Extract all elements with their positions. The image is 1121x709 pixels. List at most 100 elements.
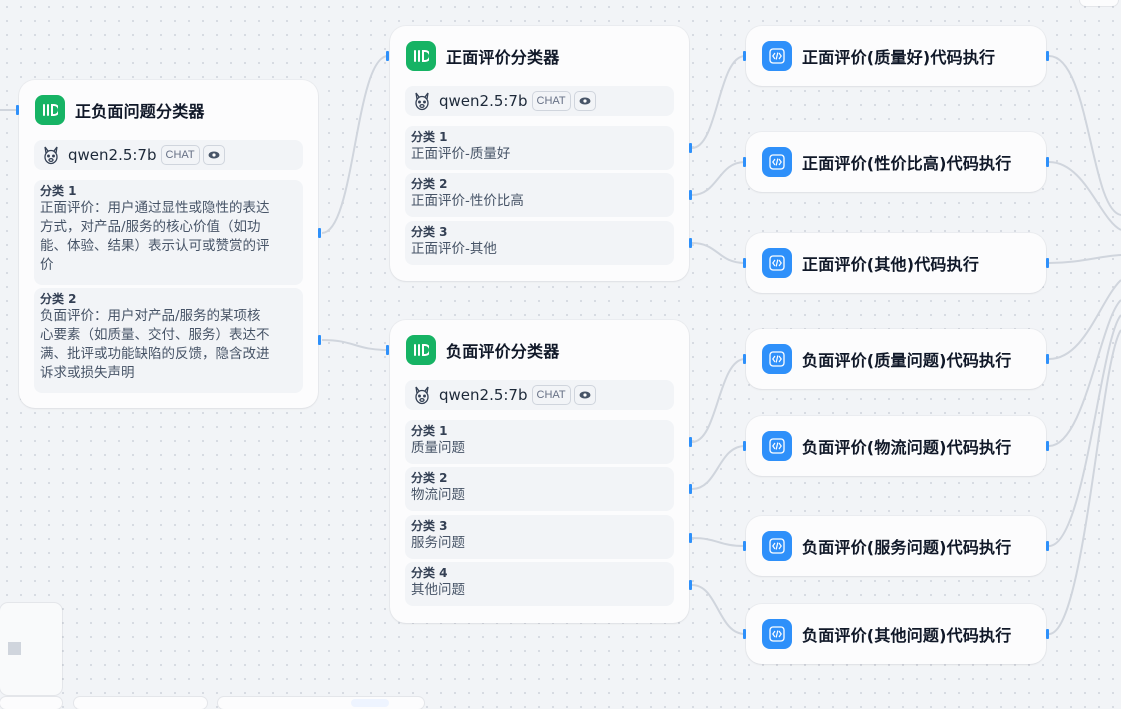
edge-negative-3 <box>691 537 746 547</box>
output-handle[interactable] <box>1046 441 1049 451</box>
class-text: 服务问题 <box>411 535 465 551</box>
node-title: 负面评价(服务问题)代码执行 <box>802 538 1012 557</box>
model-selector[interactable]: qwen2.5:7b CHAT <box>34 140 303 170</box>
class-text: 正面评价-质量好 <box>411 146 511 162</box>
input-handle[interactable] <box>743 629 746 639</box>
output-handle-class-1[interactable] <box>689 437 692 447</box>
classifier-icon <box>406 41 436 71</box>
edge-negative-1 <box>691 358 746 443</box>
class-label: 分类 1 <box>411 424 448 438</box>
node-header: 正面评价(其他)代码执行 <box>762 248 979 278</box>
output-handle[interactable] <box>1046 541 1049 551</box>
edge-positive-1 <box>691 55 746 149</box>
node-header: 正面评价(质量好)代码执行 <box>762 41 995 71</box>
edge-main-to-negative <box>321 339 389 351</box>
output-handle[interactable] <box>1046 51 1049 61</box>
input-handle[interactable] <box>743 441 746 451</box>
classifier-icon <box>35 95 65 125</box>
output-handle-class-3[interactable] <box>689 238 692 248</box>
edge-main-to-positive <box>321 55 389 234</box>
main-classifier-node[interactable]: 正负面问题分类器 qwen2.5:7b CHAT 分类 1 正面评价：用户通过显… <box>19 80 318 408</box>
class-label: 分类 3 <box>411 225 448 239</box>
class-label: 分类 2 <box>411 177 448 191</box>
input-handle[interactable] <box>386 345 389 355</box>
node-title: 正面评价分类器 <box>446 48 560 67</box>
input-handle[interactable] <box>386 51 389 61</box>
node-header: 正面评价(性价比高)代码执行 <box>762 147 1011 177</box>
code-icon <box>762 431 792 461</box>
eye-icon[interactable] <box>573 91 596 111</box>
class-text: 正面评价：用户通过显性或隐性的表达 方式，对产品/服务的核心价值（如功 能、体验… <box>40 200 270 273</box>
output-handle-class-2[interactable] <box>689 190 692 200</box>
input-handle[interactable] <box>743 354 746 364</box>
top-right-control[interactable] <box>1080 0 1118 6</box>
minimap-panel[interactable] <box>0 603 62 695</box>
code-icon <box>762 248 792 278</box>
input-handle[interactable] <box>743 51 746 61</box>
input-handle[interactable] <box>16 105 19 115</box>
eye-icon[interactable] <box>573 385 596 405</box>
class-text: 物流问题 <box>411 487 465 503</box>
model-selector[interactable]: qwen2.5:7b CHAT <box>405 86 674 116</box>
input-handle[interactable] <box>743 541 746 551</box>
eye-icon[interactable] <box>202 145 225 165</box>
node-title: 正负面问题分类器 <box>75 102 205 121</box>
chat-badge: CHAT <box>160 145 200 165</box>
toolbar-segment-3[interactable] <box>218 697 424 709</box>
llama-icon <box>44 146 58 165</box>
edge-out-6 <box>1048 314 1121 547</box>
input-handle[interactable] <box>743 157 746 167</box>
input-handle[interactable] <box>743 258 746 268</box>
edge-out-7 <box>1048 329 1121 635</box>
node-header: 负面评价(其他问题)代码执行 <box>762 619 1011 649</box>
llama-icon <box>415 92 429 111</box>
class-text: 其他问题 <box>411 582 465 598</box>
edge-positive-3 <box>691 242 746 264</box>
output-handle-class-1[interactable] <box>689 143 692 153</box>
output-handle[interactable] <box>1046 258 1049 268</box>
edge-out-3 <box>1048 254 1121 264</box>
output-handle-class-3[interactable] <box>689 533 692 543</box>
class-text: 负面评价：用户对产品/服务的某项核 心要素（如质量、交付、服务）表达不 满、批评… <box>40 308 270 381</box>
class-item-1: 分类 1 正面评价：用户通过显性或隐性的表达 方式，对产品/服务的核心价值（如功… <box>34 180 303 285</box>
code-icon <box>762 344 792 374</box>
output-handle-class-2[interactable] <box>318 335 321 345</box>
output-handle[interactable] <box>1046 157 1049 167</box>
class-item-4: 分类 4 其他问题 <box>405 562 674 606</box>
class-text: 正面评价-其他 <box>411 241 497 257</box>
code-icon <box>762 619 792 649</box>
code-node-positive-quality[interactable]: 正面评价(质量好)代码执行 <box>746 26 1046 86</box>
node-header: 正面评价分类器 <box>406 41 559 71</box>
negative-classifier-node[interactable]: 负面评价分类器 qwen2.5:7b CHAT 分类 1 质量问题 分类 2 物… <box>390 320 689 623</box>
model-name: qwen2.5:7b <box>439 92 528 110</box>
minimap-viewport <box>8 642 21 655</box>
code-node-negative-quality[interactable]: 负面评价(质量问题)代码执行 <box>746 329 1046 389</box>
node-title: 负面评价(质量问题)代码执行 <box>802 351 1012 370</box>
class-text: 质量问题 <box>411 440 465 456</box>
output-handle-class-1[interactable] <box>318 228 321 238</box>
node-title: 负面评价分类器 <box>446 342 560 361</box>
code-icon <box>762 531 792 561</box>
class-item-2: 分类 2 物流问题 <box>405 467 674 511</box>
code-node-positive-other[interactable]: 正面评价(其他)代码执行 <box>746 233 1046 293</box>
edge-out-5 <box>1048 299 1121 447</box>
class-item-2: 分类 2 正面评价-性价比高 <box>405 173 674 217</box>
node-title: 负面评价(物流问题)代码执行 <box>802 438 1012 457</box>
code-node-negative-logistics[interactable]: 负面评价(物流问题)代码执行 <box>746 416 1046 476</box>
output-handle-class-2[interactable] <box>689 484 692 494</box>
toolbar-segment-1[interactable] <box>0 697 62 709</box>
output-handle[interactable] <box>1046 354 1049 364</box>
code-node-negative-service[interactable]: 负面评价(服务问题)代码执行 <box>746 516 1046 576</box>
code-node-negative-other[interactable]: 负面评价(其他问题)代码执行 <box>746 604 1046 664</box>
code-icon <box>762 147 792 177</box>
node-header: 负面评价(物流问题)代码执行 <box>762 431 1011 461</box>
class-item-1: 分类 1 质量问题 <box>405 420 674 464</box>
code-node-positive-value[interactable]: 正面评价(性价比高)代码执行 <box>746 132 1046 192</box>
toolbar-segment-2[interactable] <box>74 697 207 709</box>
positive-classifier-node[interactable]: 正面评价分类器 qwen2.5:7b CHAT 分类 1 正面评价-质量好 分类… <box>390 26 689 281</box>
classifier-icon <box>406 335 436 365</box>
model-selector[interactable]: qwen2.5:7b CHAT <box>405 380 674 410</box>
output-handle[interactable] <box>1046 629 1049 639</box>
output-handle-class-4[interactable] <box>689 580 692 590</box>
